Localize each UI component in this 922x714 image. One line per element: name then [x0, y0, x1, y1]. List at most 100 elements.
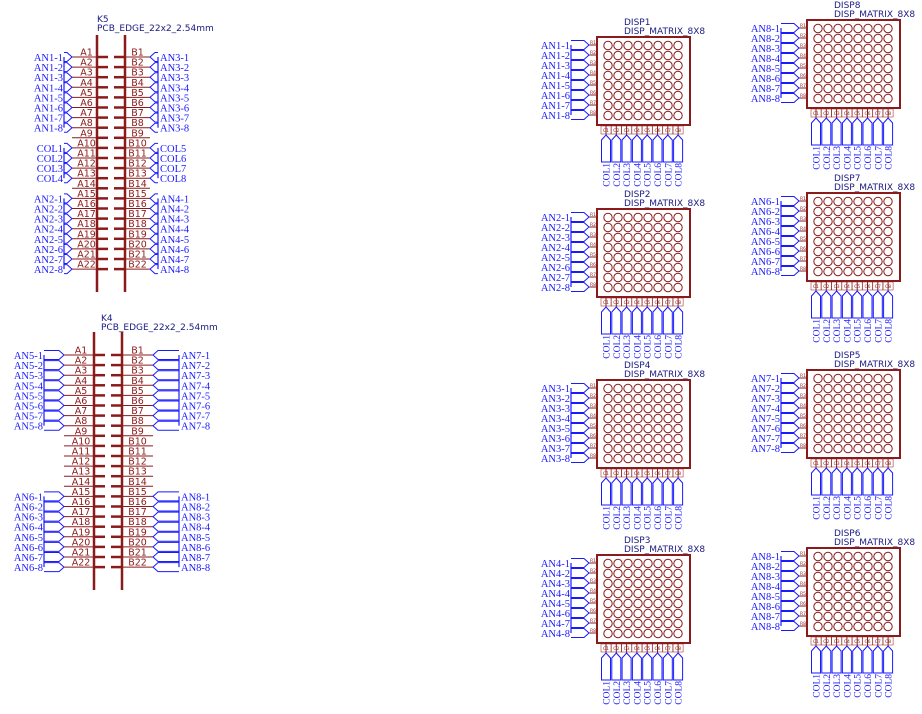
led	[843, 551, 853, 562]
led	[843, 73, 853, 84]
row-net-label: AN8-3	[751, 572, 780, 583]
led	[873, 443, 883, 454]
led	[653, 393, 663, 404]
led	[633, 558, 643, 569]
row-pin-label: R6	[800, 246, 806, 252]
col-net-flag	[811, 290, 821, 319]
led	[653, 70, 663, 81]
led	[883, 423, 893, 434]
row-net-label: AN7-3	[751, 394, 780, 405]
net-flag	[149, 203, 158, 214]
col-net-label: COL4	[633, 681, 643, 705]
led	[613, 423, 623, 434]
col-net-label: COL6	[654, 335, 664, 359]
led	[673, 272, 683, 283]
col-pin-box	[851, 108, 863, 118]
net-flag	[781, 581, 800, 591]
col-net-flag	[852, 645, 863, 674]
col-pin-label: C4	[844, 111, 850, 117]
led	[673, 568, 683, 579]
led	[843, 23, 853, 34]
led	[813, 246, 823, 257]
led	[663, 282, 673, 293]
led	[623, 242, 633, 253]
col-pin-label: C1	[603, 300, 609, 306]
col-pin-box	[631, 297, 643, 307]
led	[883, 373, 893, 384]
row-pin-label: R2	[800, 33, 806, 39]
net-flag	[149, 72, 158, 83]
row-pin-label: R7	[590, 272, 596, 278]
row-net-label: AN7-7	[751, 434, 780, 445]
display-value: DISP_MATRIX_8X8	[834, 183, 915, 193]
led	[883, 611, 893, 622]
net-label: COL7	[160, 164, 186, 175]
row-pin-label: R8	[800, 443, 806, 449]
pin-label-a: A6	[75, 396, 88, 407]
led	[633, 423, 643, 434]
pin-label-a: A17	[72, 507, 91, 518]
col-pin-box	[662, 643, 674, 653]
led	[663, 50, 673, 61]
col-pin-label: C7	[875, 111, 881, 117]
row-pin-label: R5	[800, 63, 806, 69]
col-pin-box	[672, 125, 684, 135]
col-net-label: COL8	[885, 146, 895, 170]
led	[643, 262, 653, 273]
net-flag	[64, 213, 73, 224]
col-pin-label: C6	[865, 284, 871, 290]
led	[863, 23, 873, 34]
led	[863, 43, 873, 54]
led	[663, 242, 673, 253]
led	[833, 63, 843, 74]
led	[863, 206, 873, 217]
led	[623, 568, 633, 579]
net-flag	[64, 82, 73, 93]
row-net-label: AN7-5	[751, 414, 780, 425]
pin-label-a: A6	[80, 98, 93, 109]
led	[643, 90, 653, 101]
led	[633, 568, 643, 579]
led	[843, 206, 853, 217]
pin-label-b: B21	[128, 250, 147, 261]
led	[853, 206, 863, 217]
net-label: AN8-2	[181, 503, 210, 514]
col-net-label: COL3	[833, 496, 843, 520]
col-net-label: COL3	[833, 674, 843, 698]
led	[863, 83, 873, 94]
col-pin-label: C3	[834, 111, 840, 117]
display-ref: DISP7	[834, 174, 860, 184]
led	[653, 568, 663, 579]
pin-label-b: B3	[131, 366, 144, 377]
led	[673, 90, 683, 101]
led	[813, 73, 823, 84]
net-flag	[571, 232, 590, 242]
led	[663, 272, 673, 283]
led	[613, 242, 623, 253]
col-pin-label: C1	[813, 284, 819, 290]
led	[663, 413, 673, 424]
pin-label-a: A18	[72, 517, 91, 528]
pin-label-b: B18	[128, 219, 147, 230]
net-flag	[149, 92, 158, 103]
led	[823, 621, 833, 632]
row-pin-label: R2	[590, 568, 596, 574]
net-label: AN2-3	[34, 215, 63, 226]
net-label: AN3-8	[160, 124, 189, 135]
row-net-label: AN7-1	[751, 374, 780, 385]
led	[813, 256, 823, 267]
led	[833, 23, 843, 34]
led	[873, 246, 883, 257]
row-pin-label: R6	[590, 433, 596, 439]
led	[813, 23, 823, 34]
net-flag	[64, 112, 73, 123]
led	[863, 561, 873, 572]
display-body	[806, 547, 901, 637]
led	[643, 558, 653, 569]
led	[843, 83, 853, 94]
col-net-label: COL8	[675, 681, 685, 705]
led	[613, 393, 623, 404]
col-net-label: COL8	[675, 163, 685, 187]
led	[663, 558, 673, 569]
col-pin-box	[810, 636, 822, 646]
